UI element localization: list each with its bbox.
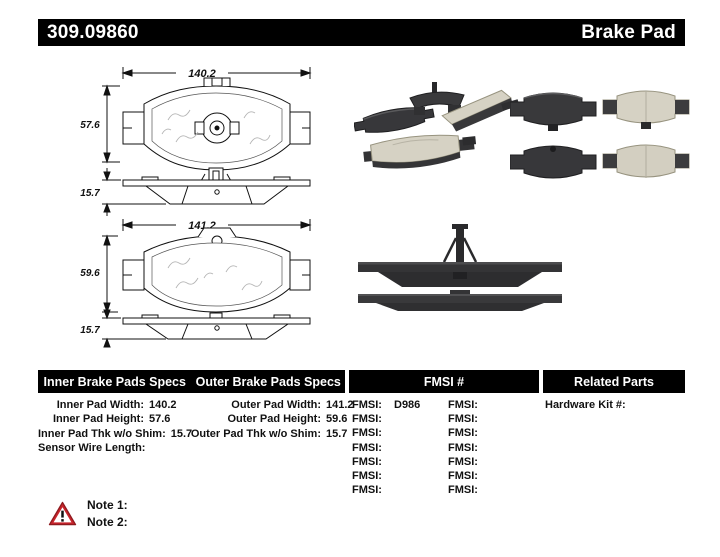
spec-label: Outer Pad Height: — [227, 413, 321, 426]
spec-row: Sensor Wire Length: — [38, 442, 201, 456]
pad-back-top-left — [510, 92, 597, 131]
spec-label: Inner Pad Width: — [56, 399, 144, 411]
outer-pad-texture — [168, 258, 262, 290]
related-label: Hardware Kit #: — [545, 399, 626, 411]
spec-row: Outer Pad Width: 141.2 — [190, 399, 378, 413]
outer-specs-list: Outer Pad Width: 141.2 Outer Pad Height:… — [190, 399, 378, 442]
inner-pad-dimensions — [102, 67, 310, 216]
fmsi-row: FMSI: — [448, 413, 540, 427]
fmsi-label: FMSI: — [352, 484, 382, 497]
spec-value: 59.6 — [326, 413, 348, 426]
note-2: Note 2: — [87, 515, 128, 529]
spec-label: Outer Pad Width: — [231, 399, 321, 411]
fmsi-label: FMSI: — [448, 455, 478, 468]
fmsi-label: FMSI: — [448, 469, 478, 482]
pad-set-angled-photo — [354, 82, 520, 169]
fmsi-left-column: FMSI: D986 FMSI: FMSI: FMSI: FMSI: FMSI:… — [352, 399, 444, 498]
inner-specs-list: Inner Pad Width: 140.2 Inner Pad Height:… — [38, 399, 201, 456]
fmsi-label: FMSI: — [448, 399, 478, 411]
spec-row: Inner Pad Height: 57.6 — [38, 413, 201, 427]
fmsi-label: FMSI: — [448, 413, 478, 426]
fmsi-label: FMSI: — [352, 413, 382, 426]
fmsi-label: FMSI: — [352, 399, 382, 411]
fmsi-header-bar: FMSI # — [349, 370, 539, 393]
outer-specs-header: Outer Brake Pads Specs — [195, 374, 341, 389]
fmsi-row: FMSI: — [448, 442, 540, 456]
related-parts-header: Related Parts — [574, 374, 654, 389]
fmsi-row: FMSI: — [352, 413, 444, 427]
outer-pad-dimensions — [102, 219, 310, 347]
wear-sensor-clip — [442, 224, 478, 263]
inner-thickness-dim: 15.7 — [80, 188, 100, 199]
fmsi-row: FMSI: — [352, 427, 444, 441]
inner-pad-front-view — [123, 78, 310, 170]
fmsi-label: FMSI: — [352, 441, 382, 454]
product-type: Brake Pad — [581, 21, 676, 43]
spec-value: 15.7 — [326, 427, 348, 440]
specs-header-bar: Inner Brake Pads Specs Outer Brake Pads … — [38, 370, 345, 393]
fmsi-label: FMSI: — [448, 441, 478, 454]
outer-pad-front-view — [123, 228, 310, 312]
inner-pad-drawing: 140.2 57.6 15.7 — [80, 62, 328, 218]
fmsi-row: FMSI: — [448, 470, 540, 484]
pad-edge-view-photo — [358, 224, 562, 311]
fmsi-label: FMSI: — [352, 427, 382, 440]
spec-value: 57.6 — [149, 413, 171, 426]
spec-row: Inner Pad Thk w/o Shim: 15.7 — [38, 428, 201, 442]
notes-block: Note 1: Note 2: — [87, 498, 128, 532]
spec-label: Sensor Wire Length: — [38, 441, 146, 454]
pad-set-grid-photo — [510, 90, 690, 179]
pad-back-bottom-left — [510, 145, 597, 179]
fmsi-row: FMSI: — [448, 484, 540, 498]
inner-specs-header: Inner Brake Pads Specs — [43, 374, 186, 389]
spec-row: Outer Pad Height: 59.6 — [190, 413, 378, 427]
inner-height-dim: 57.6 — [80, 120, 100, 131]
title-bar: 309.09860 Brake Pad — [38, 19, 685, 46]
spec-label: Inner Pad Height: — [52, 413, 144, 426]
fmsi-row: FMSI: — [352, 456, 444, 470]
fmsi-row: FMSI: — [448, 427, 540, 441]
spec-value: 141.2 — [326, 399, 354, 411]
angled-ceramic-pad-bottom — [363, 134, 477, 169]
related-parts-header-bar: Related Parts — [543, 370, 685, 393]
outer-height-dim: 59.6 — [80, 268, 100, 279]
spec-value: 140.2 — [149, 399, 177, 411]
related-parts-list: Hardware Kit #: — [545, 399, 685, 413]
edge-pad-bottom — [358, 290, 562, 311]
part-number: 309.09860 — [47, 21, 139, 43]
fmsi-label: FMSI: — [352, 469, 382, 482]
spec-label: Inner Pad Thk w/o Shim: — [38, 427, 166, 440]
fmsi-row: FMSI: — [448, 456, 540, 470]
fmsi-row: FMSI: — [448, 399, 540, 413]
fmsi-row: FMSI: — [352, 442, 444, 456]
note-1: Note 1: — [87, 498, 128, 512]
related-row: Hardware Kit #: — [545, 399, 685, 413]
fmsi-row: FMSI: — [352, 484, 444, 498]
fmsi-value: D986 — [394, 399, 421, 411]
outer-thickness-dim: 15.7 — [80, 325, 100, 336]
spec-value: 15.7 — [170, 427, 193, 440]
abutment-bracket — [409, 82, 465, 115]
fmsi-label: FMSI: — [448, 427, 478, 440]
fmsi-label: FMSI: — [352, 455, 382, 468]
edge-pad-top — [358, 262, 562, 287]
outer-pad-side-view — [123, 313, 310, 339]
inner-width-dim: 140.2 — [188, 68, 216, 80]
fmsi-row: FMSI: D986 — [352, 399, 444, 413]
fmsi-right-column: FMSI: FMSI: FMSI: FMSI: FMSI: FMSI: FMSI… — [448, 399, 540, 498]
pad-face-bottom-right — [602, 144, 690, 178]
outer-pad-drawing: 141.2 59.6 15.7 — [80, 214, 328, 348]
inner-pad-side-view — [123, 168, 310, 204]
warning-triangle-icon — [48, 501, 77, 526]
fmsi-label: FMSI: — [448, 484, 478, 497]
fmsi-row: FMSI: — [352, 470, 444, 484]
fmsi-header: FMSI # — [423, 374, 465, 389]
pad-face-top-right — [602, 90, 690, 129]
spec-row: Inner Pad Width: 140.2 — [38, 399, 201, 413]
inner-pad-texture — [162, 110, 270, 144]
spec-label: Outer Pad Thk w/o Shim: — [190, 427, 321, 440]
spec-row: Outer Pad Thk w/o Shim: 15.7 — [190, 428, 378, 442]
